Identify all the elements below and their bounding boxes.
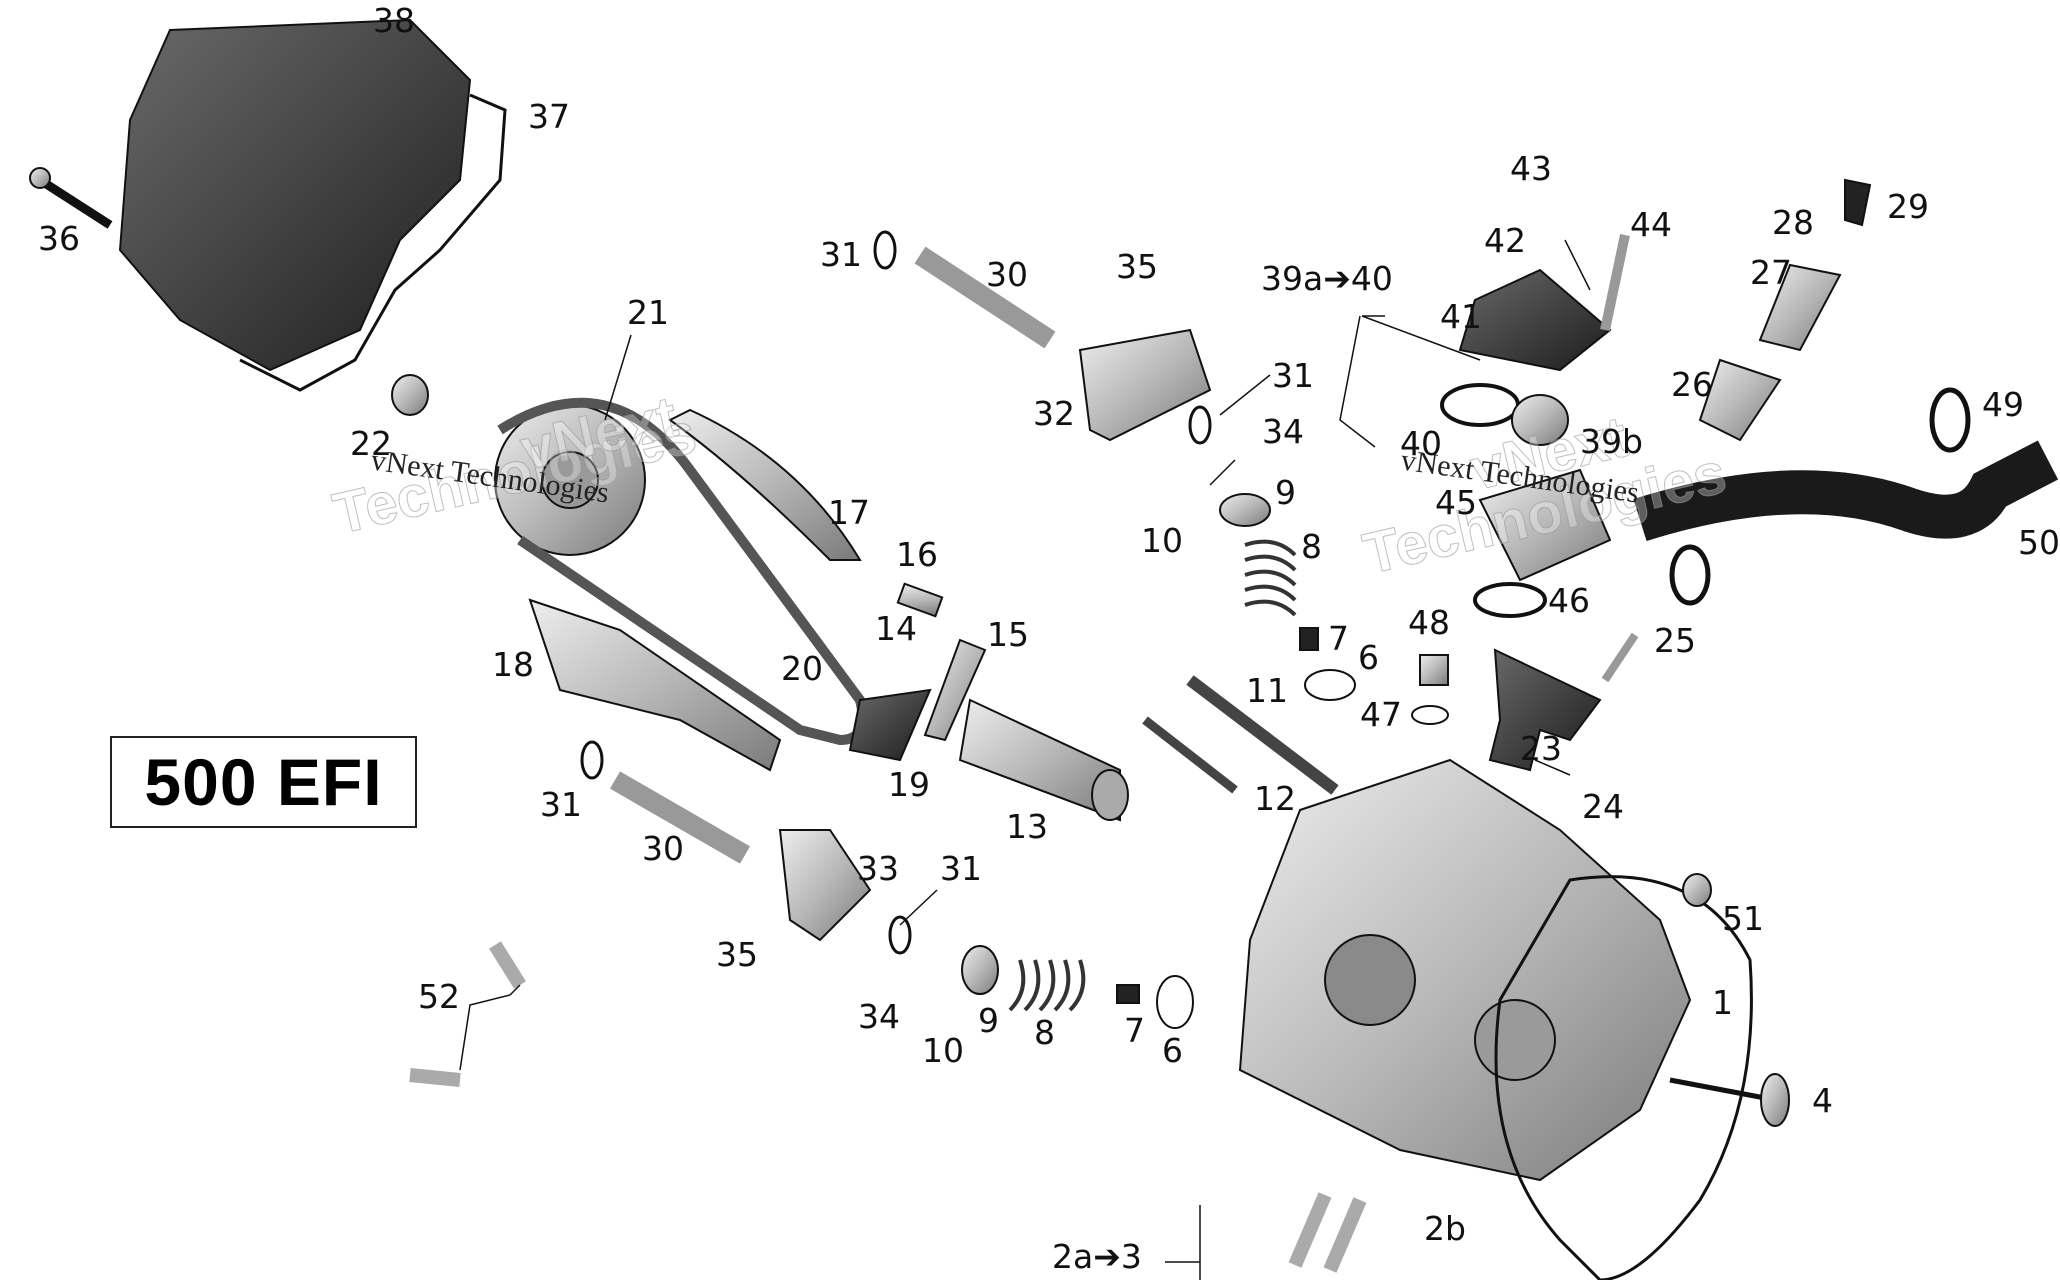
callout-label: 9	[978, 1001, 999, 1040]
model-label-box: 500 EFI	[110, 736, 417, 828]
rocker-arm-33	[778, 829, 872, 942]
callout-label: 18	[492, 645, 534, 684]
callout-label: 10	[922, 1031, 964, 1070]
part-52	[489, 941, 526, 989]
camshaft	[958, 698, 1121, 822]
callout-label: 13	[1006, 807, 1048, 846]
callout-label: 34	[1262, 412, 1304, 451]
bolt-12	[1142, 716, 1238, 794]
callout-label: 39a➔40	[1261, 259, 1393, 298]
callout-label: 6	[1358, 638, 1379, 677]
callout-label: 38	[373, 1, 415, 40]
bolt-11	[1186, 675, 1339, 795]
model-label: 500 EFI	[144, 745, 383, 819]
callout-label: 26	[1671, 365, 1713, 404]
thermostat	[1511, 394, 1569, 446]
part-22	[391, 374, 429, 416]
callout-label: 4	[1812, 1081, 1833, 1120]
callout-label: 35	[716, 935, 758, 974]
callout-label: 51	[1722, 899, 1764, 938]
callout-label: 24	[1582, 787, 1624, 826]
valve-cover	[118, 18, 472, 372]
callout-label: 19	[888, 765, 930, 804]
callout-label: 50	[2018, 523, 2060, 562]
callout-label: 2b	[1424, 1209, 1466, 1248]
valve-spring-top	[1244, 539, 1297, 617]
bolt-36	[37, 176, 113, 229]
valve-4	[1669, 1077, 1766, 1101]
callout-label: 8	[1034, 1013, 1055, 1052]
callout-label: 42	[1484, 221, 1526, 260]
callout-label: 28	[1772, 203, 1814, 242]
callout-label: 14	[875, 609, 917, 648]
callout-label: 17	[828, 493, 870, 532]
callout-label: 11	[1246, 671, 1288, 710]
callout-label: 1	[1712, 983, 1733, 1022]
callout-label: 22	[350, 424, 392, 463]
callout-label: 7	[1124, 1011, 1145, 1050]
callout-label: 31	[1272, 356, 1314, 395]
callout-label: 30	[642, 829, 684, 868]
cylinder-head	[1238, 758, 1692, 1182]
callout-label: 31	[940, 849, 982, 888]
callout-label: 31	[540, 785, 582, 824]
callout-label: 41	[1440, 297, 1482, 336]
callout-label: 30	[986, 255, 1028, 294]
part-19	[848, 688, 932, 762]
valve-spring-bottom	[1008, 959, 1086, 1012]
callout-label: 20	[781, 649, 823, 688]
part-15	[923, 638, 987, 742]
callout-label: 36	[38, 219, 80, 258]
callout-label: 15	[987, 615, 1029, 654]
part-26	[1698, 358, 1782, 442]
coolant-hose	[1633, 440, 2059, 541]
rocker-shaft-bottom	[610, 771, 750, 864]
callout-label: 8	[1301, 527, 1322, 566]
chain-guide-18	[528, 598, 782, 772]
callout-label: 6	[1162, 1031, 1183, 1070]
callout-label: 9	[1275, 473, 1296, 512]
callout-label: 10	[1141, 521, 1183, 560]
callout-label: 40	[1400, 424, 1442, 463]
tensioner-23	[1488, 648, 1602, 772]
callout-label: 23	[1520, 729, 1562, 768]
callout-label: 2a➔3	[1052, 1237, 1142, 1276]
callout-label: 43	[1510, 149, 1552, 188]
callout-label: 45	[1435, 483, 1477, 522]
callout-label: 47	[1360, 695, 1402, 734]
callout-label: 44	[1630, 205, 1672, 244]
part-16	[896, 582, 944, 618]
callout-label: 12	[1254, 779, 1296, 818]
callout-label: 49	[1982, 385, 2024, 424]
housing-45	[1478, 468, 1612, 582]
thermostat-housing	[1458, 268, 1612, 372]
callout-label: 7	[1328, 619, 1349, 658]
callout-label: 37	[528, 97, 570, 136]
callout-label: 34	[858, 997, 900, 1036]
callout-label: 48	[1408, 603, 1450, 642]
callout-label: 52	[418, 977, 460, 1016]
chain-guide-17	[668, 408, 862, 561]
callout-label: 16	[896, 535, 938, 574]
callout-label: 32	[1033, 394, 1075, 433]
callout-label: 33	[857, 849, 899, 888]
callout-label: 35	[1116, 247, 1158, 286]
callout-label: 31	[820, 235, 862, 274]
callout-label: 21	[627, 293, 669, 332]
sensor-29	[1844, 178, 1872, 227]
callout-label: 25	[1654, 621, 1696, 660]
head-gasket	[1494, 875, 1753, 1280]
callout-label: 27	[1750, 253, 1792, 292]
callout-label: 29	[1887, 187, 1929, 226]
callout-label: 46	[1548, 581, 1590, 620]
rocker-shaft-top	[914, 246, 1056, 349]
callout-label: 39b	[1580, 422, 1643, 461]
rocker-arm-32	[1078, 328, 1212, 442]
